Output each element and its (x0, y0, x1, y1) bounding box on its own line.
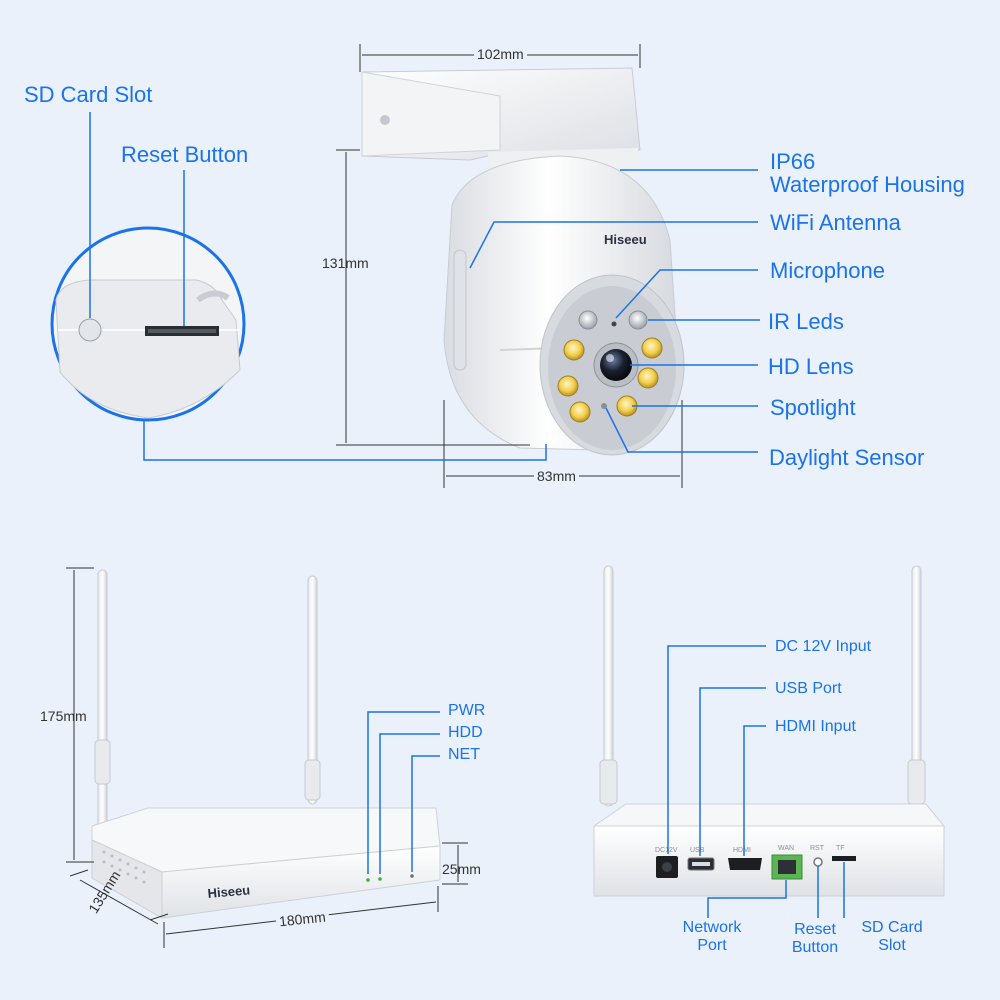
pwr-indicator-label: PWR (448, 702, 486, 719)
silk-usb-label: USB (690, 847, 705, 854)
usb-port-label: USB Port (775, 680, 842, 697)
silk-rst-label: RST (810, 845, 825, 852)
nvr-indicator-callout-lines (367, 711, 440, 874)
hdd-indicator-label: HDD (448, 724, 483, 741)
daylight-sensor-label: Daylight Sensor (769, 445, 925, 470)
nvr-thickness-dimension: 25mm (442, 861, 481, 877)
camera-width-bottom-dimension: 83mm (534, 469, 579, 483)
network-port-line1: Network (682, 919, 742, 936)
rear-reset-line2: Button (791, 939, 839, 957)
ir-leds-label: IR Leds (768, 309, 844, 334)
net-indicator-label: NET (448, 746, 480, 763)
camera-zoom-detail (50, 226, 246, 422)
nvr-front-brand-logo: Hiseeu (207, 882, 251, 901)
silk-wan-label: WAN (778, 845, 794, 852)
dc-input-label: DC 12V Input (775, 638, 872, 655)
microphone-label: Microphone (770, 258, 885, 283)
camera-width-top-dimension: 102mm (474, 47, 527, 61)
network-port-line2: Port (697, 937, 727, 955)
rear-reset-line1: Reset (794, 921, 836, 938)
silk-tf-label: TF (836, 845, 845, 852)
wifi-antenna-label: WiFi Antenna (770, 210, 901, 235)
nvr-rear-callout-lines (667, 645, 845, 918)
camera-left-callout-lines (89, 112, 547, 461)
spotlight-label: Spotlight (770, 395, 856, 420)
camera-height-dimension: 131mm (322, 255, 369, 271)
nvr-rear-silkscreen: DC12V USB HDMI WAN RST TF (655, 845, 845, 854)
waterproof-housing-label: Waterproof Housing (770, 172, 965, 197)
silk-hdmi-label: HDMI (733, 847, 751, 854)
nvr-height-dimension: 175mm (40, 708, 87, 724)
network-port-label: Network Port (672, 919, 752, 956)
camera-right-callout-lines (469, 169, 760, 453)
hd-lens-label: HD Lens (768, 354, 854, 379)
silk-dc-label: DC12V (655, 847, 678, 854)
rear-sd-line2: Slot (878, 937, 906, 955)
camera-brand-logo: Hiseeu (604, 232, 647, 247)
hdmi-input-label: HDMI Input (775, 718, 856, 735)
rear-reset-button-label: Reset Button (780, 921, 850, 958)
reset-button-label: Reset Button (121, 142, 249, 167)
sd-card-slot-label: SD Card Slot (24, 82, 153, 107)
rear-sd-line1: SD Card (861, 919, 923, 936)
rear-sd-card-slot-label: SD Card Slot (852, 919, 932, 956)
nvr-front-body (91, 569, 441, 919)
ip66-label: IP66 (770, 149, 816, 174)
nvr-rear-body (592, 565, 946, 897)
camera-body (361, 67, 685, 456)
